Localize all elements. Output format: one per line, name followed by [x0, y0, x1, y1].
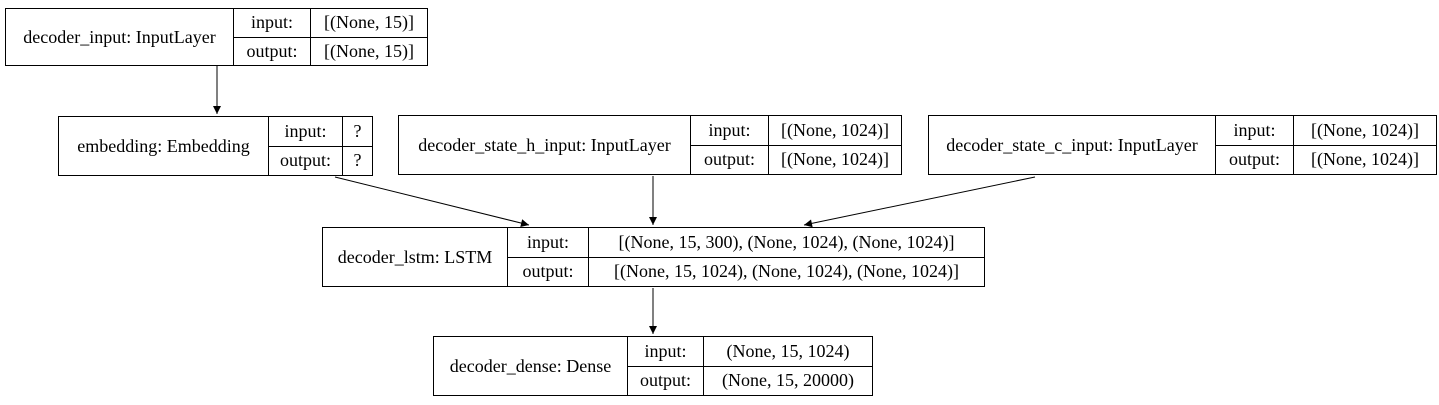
input-value: [(None, 15, 300), (None, 1024), (None, 1… [618, 231, 955, 252]
node-decoder-lstm: decoder_lstm: LSTM input: [(None, 15, 30… [322, 227, 985, 287]
input-value: [(None, 1024)] [1311, 119, 1419, 140]
node-title: decoder_state_c_input: InputLayer [929, 116, 1216, 174]
node-title: embedding: Embedding [59, 117, 269, 175]
output-value: ? [353, 150, 362, 171]
input-value: [(None, 15)] [324, 12, 414, 33]
input-label: input: [691, 116, 769, 145]
output-value: (None, 15, 20000) [722, 370, 854, 391]
input-label: input: [628, 337, 704, 366]
node-decoder-input: decoder_input: InputLayer input: [(None,… [5, 8, 428, 66]
input-label: input: [508, 228, 589, 257]
output-label: output: [1216, 145, 1294, 174]
input-value: ? [353, 120, 362, 141]
output-label: output: [508, 257, 589, 286]
output-value: [(None, 1024)] [781, 149, 889, 170]
node-embedding: embedding: Embedding input: ? output: ? [58, 116, 373, 176]
node-decoder-dense: decoder_dense: Dense input: (None, 15, 1… [433, 336, 873, 396]
edge-embedding-to-decoder-lstm-arrow [334, 176, 530, 227]
node-decoder-state-c-input: decoder_state_c_input: InputLayer input:… [928, 115, 1437, 175]
node-title: decoder_input: InputLayer [6, 9, 234, 65]
node-title: decoder_lstm: LSTM [323, 228, 508, 286]
output-label: output: [628, 366, 704, 395]
input-value: (None, 15, 1024) [726, 340, 850, 361]
output-value: [(None, 15)] [324, 40, 414, 61]
output-label: output: [234, 37, 311, 65]
output-value: [(None, 15, 1024), (None, 1024), (None, … [614, 261, 959, 282]
edge-decoder-state-c-input-to-decoder-lstm-arrow [803, 176, 1036, 228]
output-label: output: [269, 146, 343, 175]
node-title: decoder_state_h_input: InputLayer [399, 116, 691, 174]
node-decoder-state-h-input: decoder_state_h_input: InputLayer input:… [398, 115, 902, 175]
output-label: output: [691, 145, 769, 174]
input-label: input: [269, 117, 343, 146]
input-label: input: [234, 9, 311, 37]
output-value: [(None, 1024)] [1311, 149, 1419, 170]
input-value: [(None, 1024)] [781, 119, 889, 140]
node-title: decoder_dense: Dense [434, 337, 628, 395]
input-label: input: [1216, 116, 1294, 145]
